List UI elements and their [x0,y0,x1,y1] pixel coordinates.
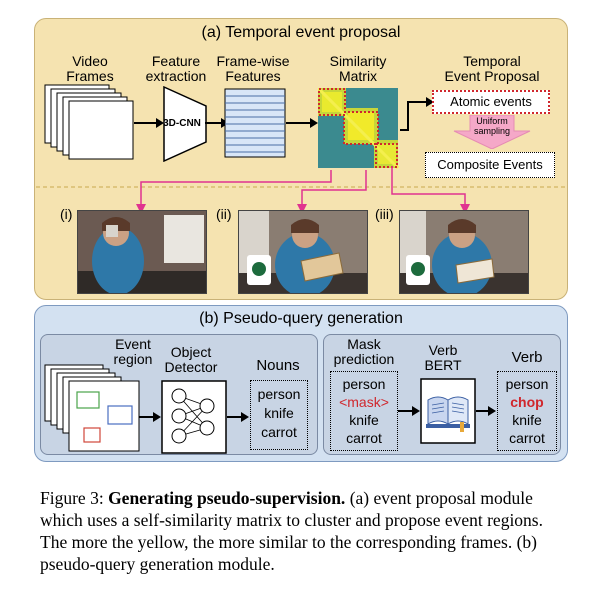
frame-image-iii [399,210,529,294]
frame-label-iii: (iii) [375,206,394,222]
book-icon [420,378,476,444]
frame-pointer-arrows [136,166,470,214]
mask-token: <mask> [339,394,389,410]
video-frames-stack [44,84,134,160]
figure-caption: Figure 3: Generating pseudo-supervision.… [40,487,570,575]
verb-word-item: person [505,376,549,392]
predicted-verb: chop [510,394,544,410]
panel-a-separator [36,186,566,188]
arrow-to-proposal [400,97,434,131]
cnn-trapezoid [163,86,207,162]
noun-item: knife [264,405,294,421]
caption-bold: Generating pseudo-supervision. [108,488,346,508]
cnn-label: 3D-CNN [163,118,201,129]
composite-events-box: Composite Events [425,152,555,178]
caption-prefix: Figure 3: [40,488,109,508]
frame-features-stack [224,88,286,158]
verb-title: Verb [511,349,543,366]
noun-item: carrot [261,424,297,440]
arrow-to-matrix [286,118,318,128]
panel-a-title: (a) Temporal event proposal [201,24,401,41]
frame-label-ii: (ii) [216,206,232,222]
arrow-to-bert [398,406,420,416]
frame-image-i [77,210,207,294]
atomic-events-box: Atomic events [432,90,550,114]
noun-item: person [257,386,301,402]
mask-word-item: carrot [346,430,382,446]
arrow-to-verb [476,406,496,416]
mask-word-item: knife [349,412,379,428]
neural-network-icon [161,380,227,454]
event-region-stack [44,364,140,452]
caption-text: (a) event proposal module which uses a s… [40,488,543,574]
verb-word-item: knife [512,412,542,428]
panel-b-title: (b) Pseudo-query generation [199,310,403,327]
verb-word-item: carrot [509,430,545,446]
arrow-to-cnn [134,118,164,128]
frame-image-ii [238,210,368,294]
nouns-list: person knife carrot [250,380,308,450]
arrow-to-nouns [227,412,249,422]
similarity-matrix [318,88,400,170]
mask-word-item: person [342,376,386,392]
nouns-title: Nouns [256,357,300,374]
verb-words-list: person chop knife carrot [497,371,557,451]
frame-label-i: (i) [60,206,73,222]
mask-words-list: person <mask> knife carrot [330,371,398,451]
uniform-sampling-arrow [453,115,531,149]
arrow-to-detector [139,412,161,422]
